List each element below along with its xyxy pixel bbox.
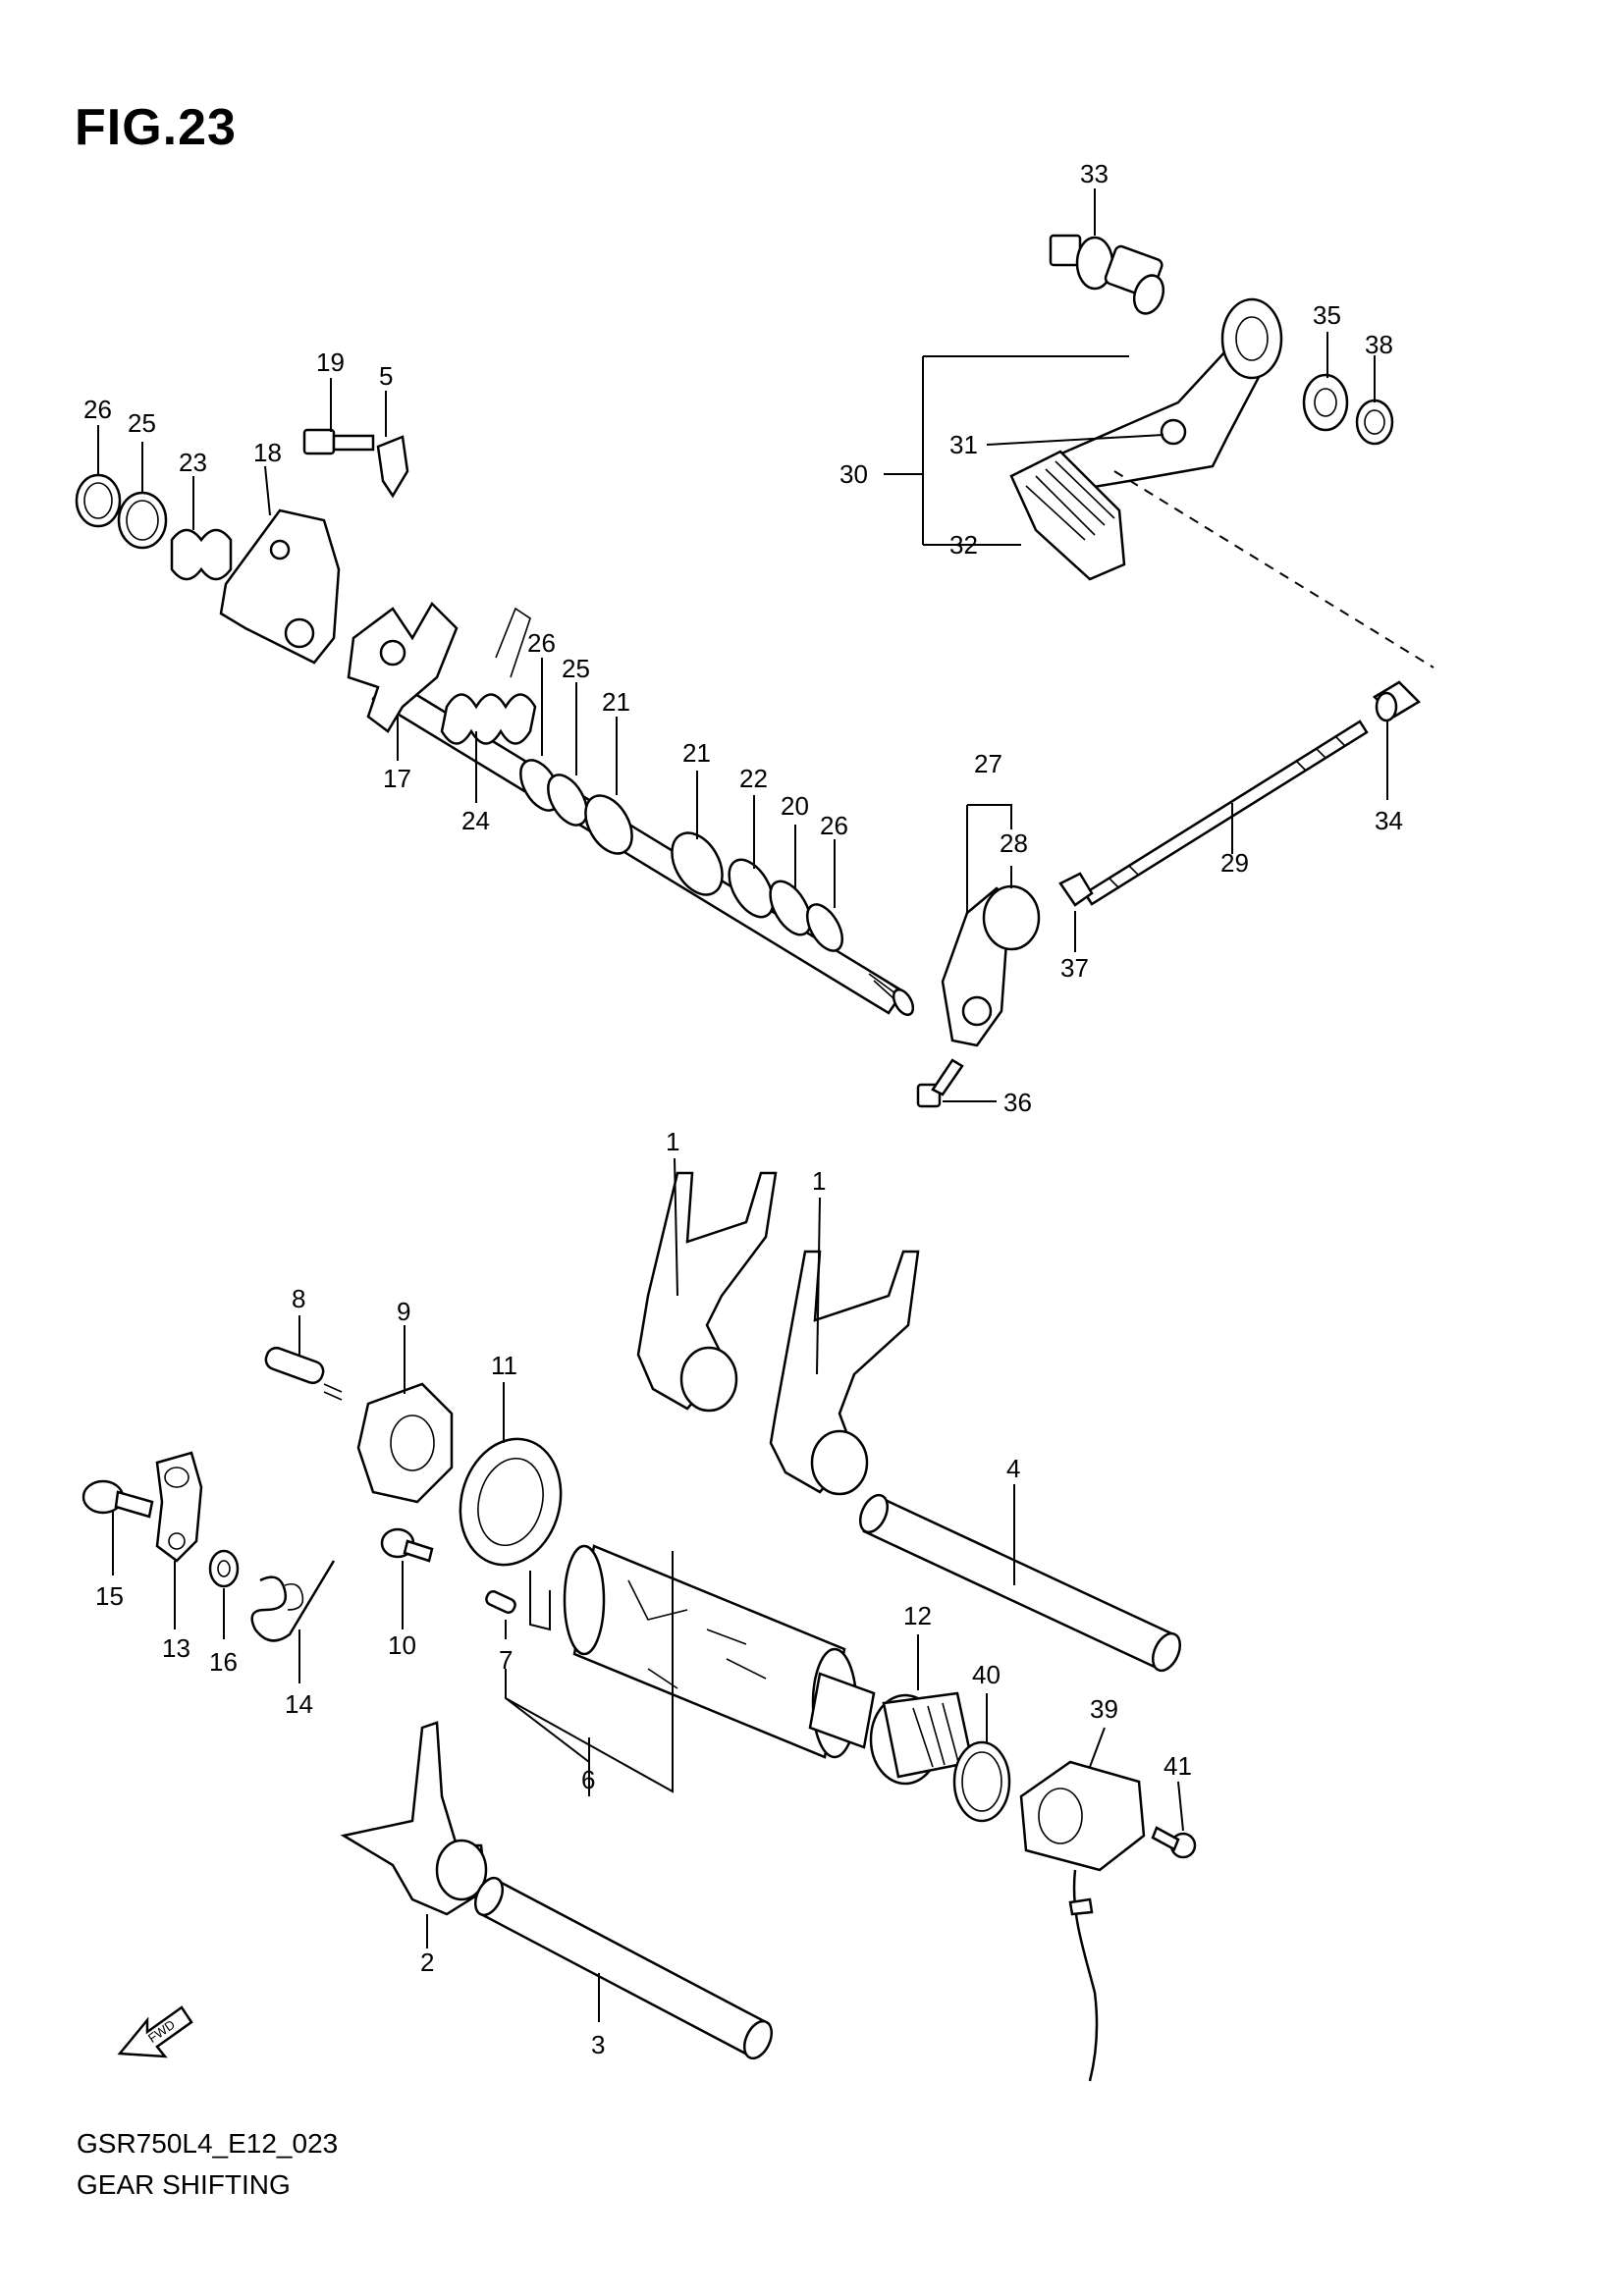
figure-title: FIG.23 <box>75 99 237 156</box>
spring-14 <box>250 1560 336 1642</box>
dashed-line-lever-rod <box>1113 470 1434 668</box>
callout-16: 16 <box>209 1647 238 1677</box>
pin-8 <box>264 1346 343 1401</box>
bearing-12 <box>869 1691 974 1786</box>
callout-25-mid: 25 <box>562 654 590 683</box>
bearing-11 <box>459 1437 563 1567</box>
callout-17: 17 <box>383 764 411 793</box>
callout-18: 18 <box>253 438 282 467</box>
callout-33: 33 <box>1080 159 1109 188</box>
pin-7 <box>485 1590 516 1614</box>
bolt-41 <box>1151 1826 1197 1859</box>
callout-25-left: 25 <box>128 408 156 438</box>
shift-arm-27 <box>941 884 1041 1047</box>
shift-fork-1a <box>636 1171 778 1413</box>
callout-2: 2 <box>420 1948 434 1977</box>
callout-4: 4 <box>1006 1454 1020 1483</box>
nut-37 <box>1058 872 1094 907</box>
callout-31: 31 <box>949 430 978 459</box>
joint-bolt-33 <box>1049 234 1165 315</box>
callout-19: 19 <box>316 347 345 377</box>
washers-26-25 <box>75 473 168 550</box>
callout-11: 11 <box>491 1351 517 1380</box>
rubber-peg-32 <box>1009 450 1126 581</box>
callout-12: 12 <box>903 1601 932 1630</box>
callout-9: 9 <box>397 1297 410 1326</box>
callout-10: 10 <box>388 1630 416 1660</box>
gear-position-sensor-39 <box>1019 1760 1146 2082</box>
shift-drum-6 <box>563 1544 876 1759</box>
callout-5: 5 <box>379 361 393 391</box>
callout-14: 14 <box>285 1689 313 1719</box>
callout-32: 32 <box>949 530 978 560</box>
circlip-38 <box>1355 399 1394 446</box>
callout-8: 8 <box>292 1284 305 1313</box>
callout-30: 30 <box>839 459 868 489</box>
callout-15: 15 <box>95 1581 124 1611</box>
callout-27: 27 <box>974 749 1002 778</box>
callout-1-left: 1 <box>666 1127 679 1156</box>
bolt-19-clip-5 <box>302 428 409 499</box>
callout-7: 7 <box>499 1645 513 1675</box>
callout-26-mid: 26 <box>527 628 556 658</box>
return-spring-24 <box>440 607 537 745</box>
callout-24: 24 <box>461 806 490 835</box>
callout-13: 13 <box>162 1633 190 1663</box>
fork-shaft-3 <box>473 1876 774 2060</box>
bolt-15 <box>81 1479 154 1519</box>
spring-23 <box>170 528 233 581</box>
callout-37: 37 <box>1060 953 1089 983</box>
fwd-arrow: FWD <box>117 2005 193 2058</box>
callout-1-right: 1 <box>812 1166 826 1196</box>
callout-40: 40 <box>972 1660 1001 1689</box>
shift-fork-1b <box>769 1250 920 1496</box>
diagram-code: GSR750L4_E12_023 <box>77 2128 339 2159</box>
callout-26-left: 26 <box>83 395 112 424</box>
callout-35: 35 <box>1313 300 1341 330</box>
callout-36: 36 <box>1003 1088 1032 1117</box>
callout-26-right: 26 <box>820 811 848 840</box>
stopper-lever-13 <box>155 1451 203 1563</box>
shaft-collars <box>519 759 844 952</box>
callout-21-a: 21 <box>602 687 630 717</box>
callout-23: 23 <box>179 448 207 477</box>
callout-38: 38 <box>1365 330 1393 359</box>
o-ring-40 <box>952 1740 1011 1823</box>
link-rod-29 <box>1083 720 1369 906</box>
cam-plate-18 <box>219 508 341 665</box>
gear-cam-9 <box>356 1382 454 1504</box>
bolt-36 <box>916 1058 964 1108</box>
callout-labels: 33 35 38 30 31 32 34 29 27 28 37 36 26 2… <box>83 159 1403 2059</box>
nut-34 <box>1372 680 1422 722</box>
callout-20: 20 <box>781 791 809 821</box>
callout-34: 34 <box>1375 806 1403 835</box>
washer-16 <box>208 1549 240 1588</box>
callout-29: 29 <box>1220 848 1249 878</box>
callout-28: 28 <box>1000 828 1028 858</box>
callout-6: 6 <box>581 1765 595 1794</box>
washer-35 <box>1302 373 1349 432</box>
callout-22: 22 <box>739 764 768 793</box>
callout-39: 39 <box>1090 1694 1118 1724</box>
callout-21-b: 21 <box>682 738 711 768</box>
leader-lines <box>97 188 1388 2022</box>
shift-arm-17 <box>347 601 459 733</box>
bolt-10 <box>380 1527 434 1563</box>
fork-shaft-4 <box>858 1493 1182 1673</box>
shift-fork-2 <box>340 1721 488 1916</box>
callout-3: 3 <box>591 2030 605 2059</box>
diagram-caption: GEAR SHIFTING <box>77 2169 291 2200</box>
callout-41: 41 <box>1163 1751 1192 1781</box>
